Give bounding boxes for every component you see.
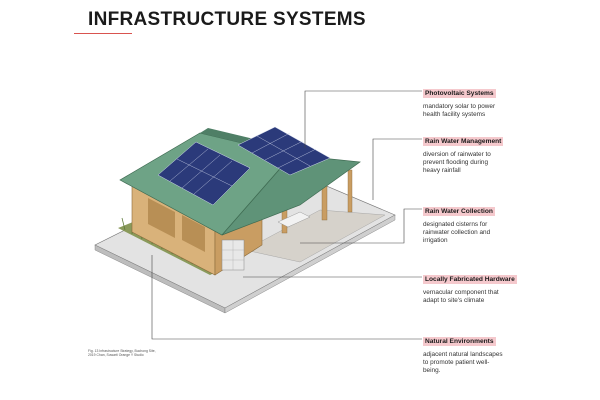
callout-description: diversion of rainwater to prevent floodi… bbox=[423, 151, 491, 174]
callout-heading: Locally Fabricated Hardware bbox=[423, 275, 517, 284]
callout-heading: Rain Water Collection bbox=[423, 207, 495, 216]
callout-heading: Natural Environments bbox=[423, 337, 496, 346]
figure-caption: Fig. 13 Infrastructure Strategy, Buchong… bbox=[88, 349, 156, 358]
callout-description: adjacent natural landscapes to promote p… bbox=[423, 351, 503, 374]
solar-array-right bbox=[237, 126, 331, 176]
title-underline bbox=[74, 33, 132, 34]
callout-rain-management: Rain Water Management diversion of rainw… bbox=[423, 130, 543, 175]
left-wall-window-2 bbox=[182, 215, 205, 252]
building-illustration bbox=[94, 126, 396, 314]
callout-description: mandatory solar to power health facility… bbox=[423, 103, 496, 118]
callout-rain-collection: Rain Water Collection designated cistern… bbox=[423, 200, 543, 245]
callout-natural-environments: Natural Environments adjacent natural la… bbox=[423, 330, 543, 375]
left-wall-window bbox=[148, 198, 175, 238]
callout-hardware: Locally Fabricated Hardware vernacular c… bbox=[423, 268, 543, 305]
callout-description: vernacular component that adapt to site'… bbox=[423, 289, 499, 304]
callout-heading: Rain Water Management bbox=[423, 137, 504, 146]
page-title: INFRASTRUCTURE SYSTEMS bbox=[88, 9, 366, 30]
column-3 bbox=[347, 169, 353, 213]
callout-description: designated cisterns for rainwater collec… bbox=[423, 221, 491, 244]
callout-photovoltaic: Photovoltaic Systems mandatory solar to … bbox=[423, 82, 543, 119]
callout-heading: Photovoltaic Systems bbox=[423, 89, 496, 98]
solar-array-left bbox=[157, 141, 251, 206]
roof-right bbox=[221, 154, 361, 236]
